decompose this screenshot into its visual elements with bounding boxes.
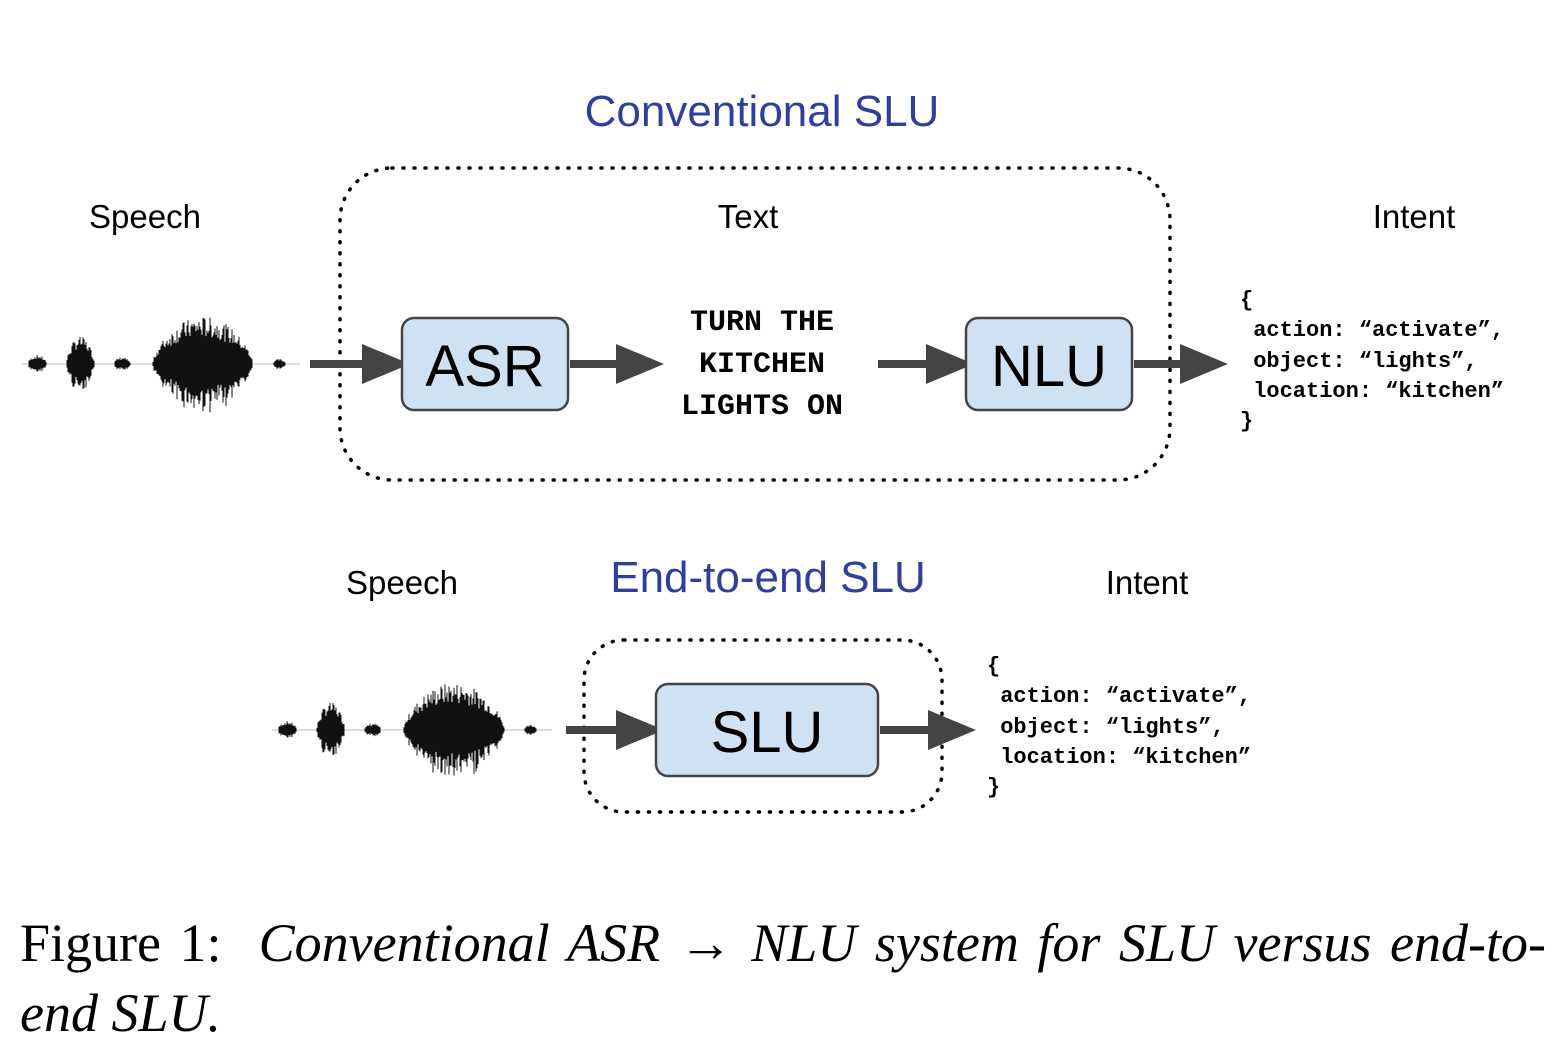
intent-line-3: object: “lights”,	[1240, 349, 1478, 374]
slu-box	[654, 682, 880, 778]
intent-line-1: {	[1240, 288, 1253, 313]
intent-line-5: }	[1240, 409, 1253, 434]
e2e-intent-line-4: location: “kitchen”	[987, 745, 1251, 770]
figure-caption: Figure 1: Conventional ASR → NLU system …	[20, 908, 1546, 1048]
caption-prefix: Figure 1:	[20, 913, 222, 973]
intent-line-4: location: “kitchen”	[1240, 379, 1504, 404]
e2e-title: End-to-end SLU	[610, 553, 926, 602]
e2e-speech-label: Speech	[346, 564, 458, 601]
e2e-intent-line-1: {	[987, 654, 1000, 679]
caption-body: Conventional ASR → NLU system for SLU ve…	[20, 913, 1546, 1043]
e2e-intent-line-2: action: “activate”,	[987, 684, 1251, 709]
asr-box	[400, 316, 570, 412]
e2e-intent-line-5: }	[987, 775, 1000, 800]
intent-line-2: action: “activate”,	[1240, 318, 1504, 343]
e2e-intent-label: Intent	[1106, 564, 1189, 601]
speech-label: Speech	[89, 198, 201, 235]
intent-json-block: { action: “activate”, object: “lights”, …	[1240, 288, 1504, 434]
transcript-line-3: LIGHTS ON	[681, 390, 843, 424]
transcript-line-2: KITCHEN	[699, 348, 825, 382]
intent-label: Intent	[1373, 198, 1456, 235]
text-label: Text	[718, 198, 779, 235]
e2e-intent-line-3: object: “lights”,	[987, 715, 1225, 740]
conventional-title: Conventional SLU	[585, 87, 940, 136]
e2e-intent-json-block: { action: “activate”, object: “lights”, …	[987, 654, 1251, 800]
nlu-box	[964, 316, 1134, 412]
nlu-label: NLU	[991, 334, 1107, 399]
asr-label: ASR	[425, 334, 544, 399]
slu-diagram: Conventional SLU Speech Text Intent ASR …	[22, 87, 1504, 814]
speech-waveform-icon	[272, 684, 552, 776]
conventional-pipeline-boundary	[338, 166, 1172, 482]
transcript-line-1: TURN THE	[690, 306, 834, 340]
speech-waveform-icon	[22, 317, 300, 413]
slu-label: SLU	[711, 700, 824, 765]
